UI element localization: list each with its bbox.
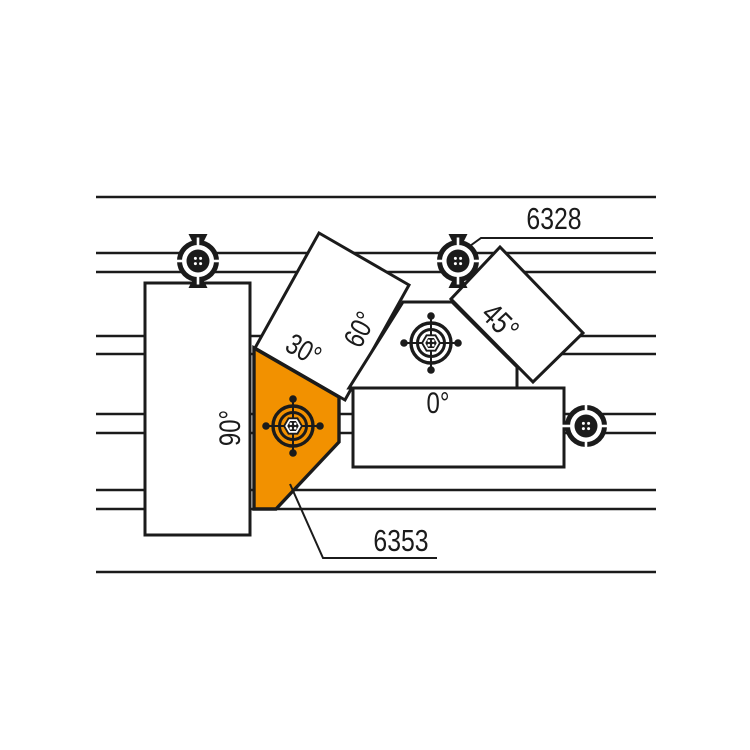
workpiece-45deg xyxy=(448,244,586,385)
leader-line-6328 xyxy=(462,237,653,252)
rail-clamp-icon xyxy=(175,234,222,288)
workpiece-0deg xyxy=(351,386,566,469)
part-number-label-clamp: 6328 xyxy=(526,201,582,236)
angle-label-0: 0° xyxy=(426,387,450,420)
angle-label-90: 90° xyxy=(214,409,247,447)
leader-line-6353 xyxy=(289,483,437,559)
workpiece-90deg xyxy=(143,281,252,537)
part-number-label-angle-block: 6353 xyxy=(373,523,429,558)
rail-clamp-icon xyxy=(563,403,610,450)
